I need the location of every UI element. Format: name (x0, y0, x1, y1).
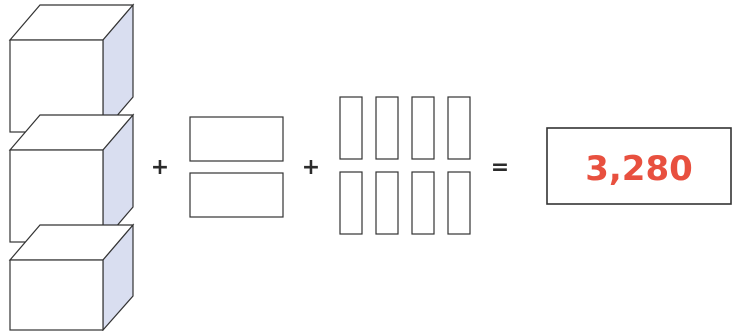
ten-rod-4 (447, 96, 471, 160)
ten-rod-3 (411, 96, 435, 160)
ten-rod-7 (411, 171, 435, 235)
hundred-flat-1 (189, 116, 284, 162)
hundred-flat-2 (189, 172, 284, 218)
ten-rod-8 (447, 171, 471, 235)
cube-front-face (9, 259, 104, 331)
thousand-cube-2 (8, 113, 135, 244)
equals-operator: = (491, 155, 509, 180)
answer-value: 3,280 (585, 149, 693, 189)
answer-box (546, 127, 732, 205)
thousand-cube-1 (8, 3, 135, 134)
thousand-cube-3 (8, 223, 135, 331)
ten-rod-1 (339, 96, 363, 160)
ten-rod-2 (375, 96, 399, 160)
ten-rod-6 (375, 171, 399, 235)
ten-rod-5 (339, 171, 363, 235)
plus-operator-1: + (151, 155, 169, 180)
plus-operator-2: + (302, 155, 320, 180)
